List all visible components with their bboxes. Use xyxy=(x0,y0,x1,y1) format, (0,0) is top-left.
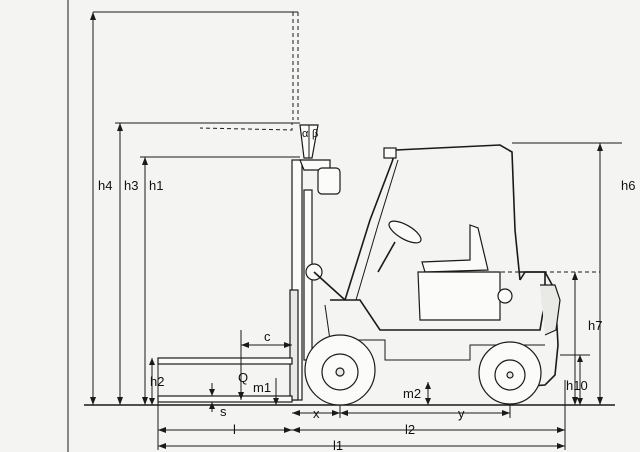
label-x: x xyxy=(313,406,320,421)
label-h2: h2 xyxy=(150,374,164,389)
dim-Q xyxy=(238,330,244,400)
dim-l1 xyxy=(158,443,565,449)
truck-body xyxy=(324,142,622,387)
dim-c xyxy=(241,342,292,348)
label-m1: m1 xyxy=(253,380,271,395)
label-l1: l1 xyxy=(333,438,343,452)
rear-wheel xyxy=(478,341,542,405)
dim-m1 xyxy=(273,378,279,405)
dim-h7 xyxy=(572,272,578,405)
label-h6: h6 xyxy=(621,178,635,193)
label-alpha: α xyxy=(302,128,309,140)
label-s: s xyxy=(220,404,227,419)
label-m2: m2 xyxy=(403,386,421,401)
label-y: y xyxy=(458,406,465,421)
label-h1: h1 xyxy=(149,178,163,193)
dim-h3 xyxy=(117,123,123,405)
dim-h2 xyxy=(149,358,155,405)
dim-l2 xyxy=(292,427,565,433)
dim-h4 xyxy=(90,12,96,405)
dim-y xyxy=(340,410,510,416)
label-h4: h4 xyxy=(98,178,112,193)
label-beta: β xyxy=(312,128,318,140)
label-c: c xyxy=(264,329,271,344)
label-l2: l2 xyxy=(405,422,415,437)
front-wheel xyxy=(304,334,376,406)
dim-s xyxy=(209,383,215,412)
label-h7: h7 xyxy=(588,318,602,333)
label-h10: h10 xyxy=(566,378,588,393)
dim-h1 xyxy=(140,156,300,405)
label-l: l xyxy=(233,422,236,437)
mast xyxy=(93,11,346,403)
label-h3: h3 xyxy=(124,178,138,193)
dim-h6 xyxy=(597,143,603,405)
label-Q: Q xyxy=(238,370,248,385)
dim-h10 xyxy=(560,354,590,405)
dim-m2 xyxy=(425,382,431,405)
dim-l xyxy=(158,427,292,433)
dim-x xyxy=(292,410,340,416)
